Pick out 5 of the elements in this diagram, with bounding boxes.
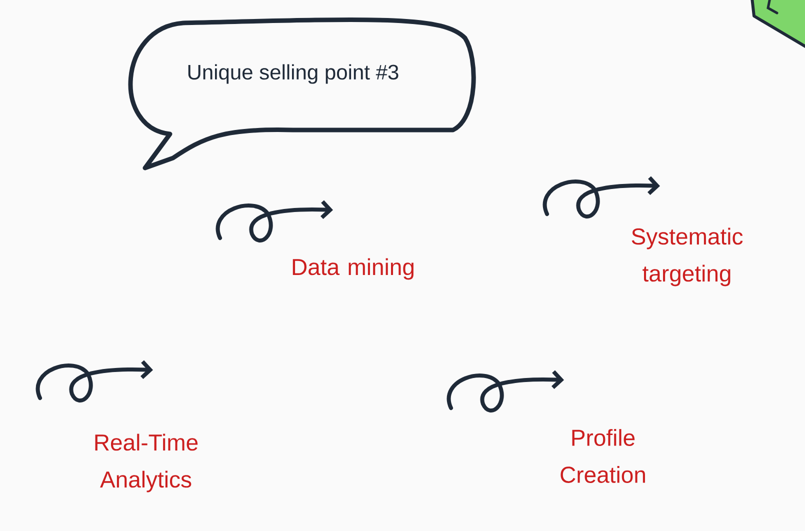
feature-label: Systematic targeting (632, 228, 743, 286)
feature-label: Profile Creation (560, 429, 645, 483)
feature-label: Data mining (292, 258, 414, 280)
speech-bubble: Unique selling point #3 (128, 18, 476, 170)
feature-label: Real-Time Analytics (95, 434, 198, 492)
